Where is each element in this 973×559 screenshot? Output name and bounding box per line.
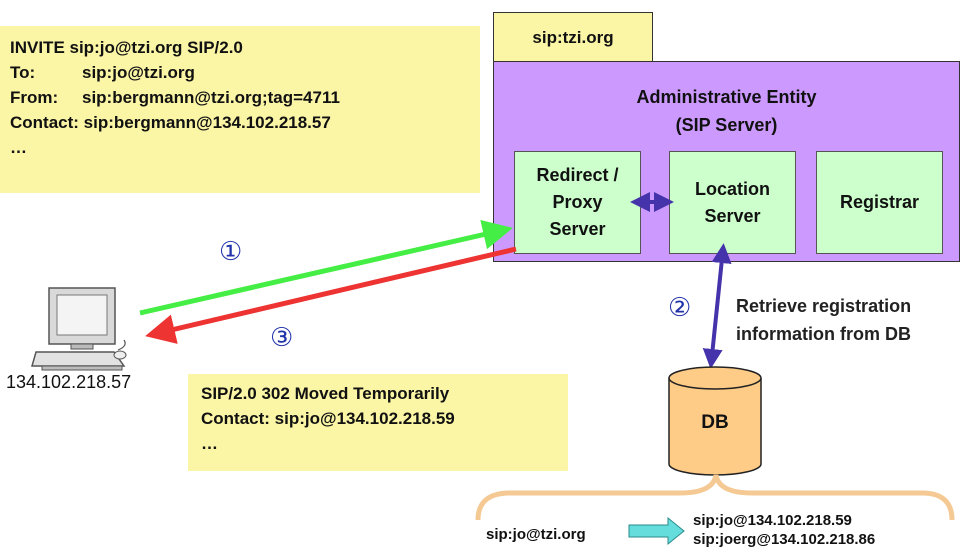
- from-header-value: sip:bergmann@tzi.org;tag=4711: [82, 88, 340, 107]
- location-server-line2: Server: [704, 205, 761, 226]
- invite-request-note: INVITE sip:jo@tzi.org SIP/2.0 To: sip:jo@…: [0, 26, 480, 193]
- response-status-line: SIP/2.0 302 Moved Temporarily: [201, 384, 450, 403]
- from-header: From: sip:bergmann@tzi.org;tag=4711: [10, 85, 480, 110]
- mapping-value-1: sip:jo@134.102.218.59: [693, 512, 852, 529]
- redirect-proxy-line3: Server: [549, 219, 606, 239]
- mapping-arrow: [628, 516, 685, 546]
- retrieve-registration-label: Retrieve registration information from D…: [736, 292, 972, 348]
- database-icon: [668, 366, 762, 476]
- redirect-proxy-line2: Proxy: [552, 192, 603, 212]
- location-server-line1: Location: [695, 178, 770, 199]
- response-contact-header: Contact: sip:jo@134.102.218.59: [201, 409, 455, 428]
- invite-ellipsis: …: [10, 138, 27, 157]
- to-header-label: To:: [10, 63, 36, 82]
- to-header: To: sip:jo@tzi.org: [10, 60, 480, 85]
- registrar-label: Registrar: [839, 192, 920, 212]
- invite-request-line: INVITE sip:jo@tzi.org SIP/2.0: [10, 38, 243, 57]
- from-header-label: From:: [10, 88, 59, 107]
- administrative-entity: Administrative Entity (SIP Server) Redir…: [493, 61, 960, 262]
- registrar-box: Registrar: [816, 151, 943, 254]
- mapping-key: sip:jo@tzi.org: [486, 526, 586, 543]
- retrieve-label-line2: information from DB: [736, 324, 911, 344]
- redirect-proxy-server-box: Redirect / Proxy Server: [514, 151, 641, 254]
- location-db-link-arrow: [702, 243, 732, 369]
- computer-icon: [31, 287, 127, 371]
- to-header-value: sip:jo@tzi.org: [82, 63, 195, 82]
- redirect-response-note: SIP/2.0 302 Moved Temporarily Contact: s…: [188, 374, 568, 471]
- database-contents-brace: [475, 474, 955, 521]
- entity-title-line1: Administrative Entity: [636, 87, 817, 107]
- contact-header: Contact: sip:bergmann@134.102.218.57: [10, 113, 331, 132]
- response-ellipsis: …: [201, 434, 218, 453]
- client-ip-address: 134.102.218.57: [6, 372, 132, 392]
- mapping-value-2: sip:joerg@134.102.218.86: [693, 531, 876, 548]
- invite-request-arrow: [139, 219, 513, 316]
- retrieve-label-line1: Retrieve registration: [736, 296, 912, 316]
- step-three-marker: ③: [270, 323, 294, 353]
- database-label: DB: [701, 412, 729, 433]
- domain-tab: sip:tzi.org: [493, 12, 653, 62]
- entity-title-line2: (SIP Server): [675, 115, 778, 135]
- redirect-response-arrow: [145, 246, 517, 344]
- step-two-marker: ②: [668, 293, 692, 323]
- redirect-proxy-line1: Redirect /: [536, 165, 619, 185]
- step-one-marker: ①: [219, 237, 243, 267]
- entity-title: Administrative Entity (SIP Server): [494, 83, 959, 139]
- location-server-box: Location Server: [669, 151, 796, 254]
- mapping-values: sip:jo@134.102.218.59 sip:joerg@134.102.…: [693, 511, 875, 549]
